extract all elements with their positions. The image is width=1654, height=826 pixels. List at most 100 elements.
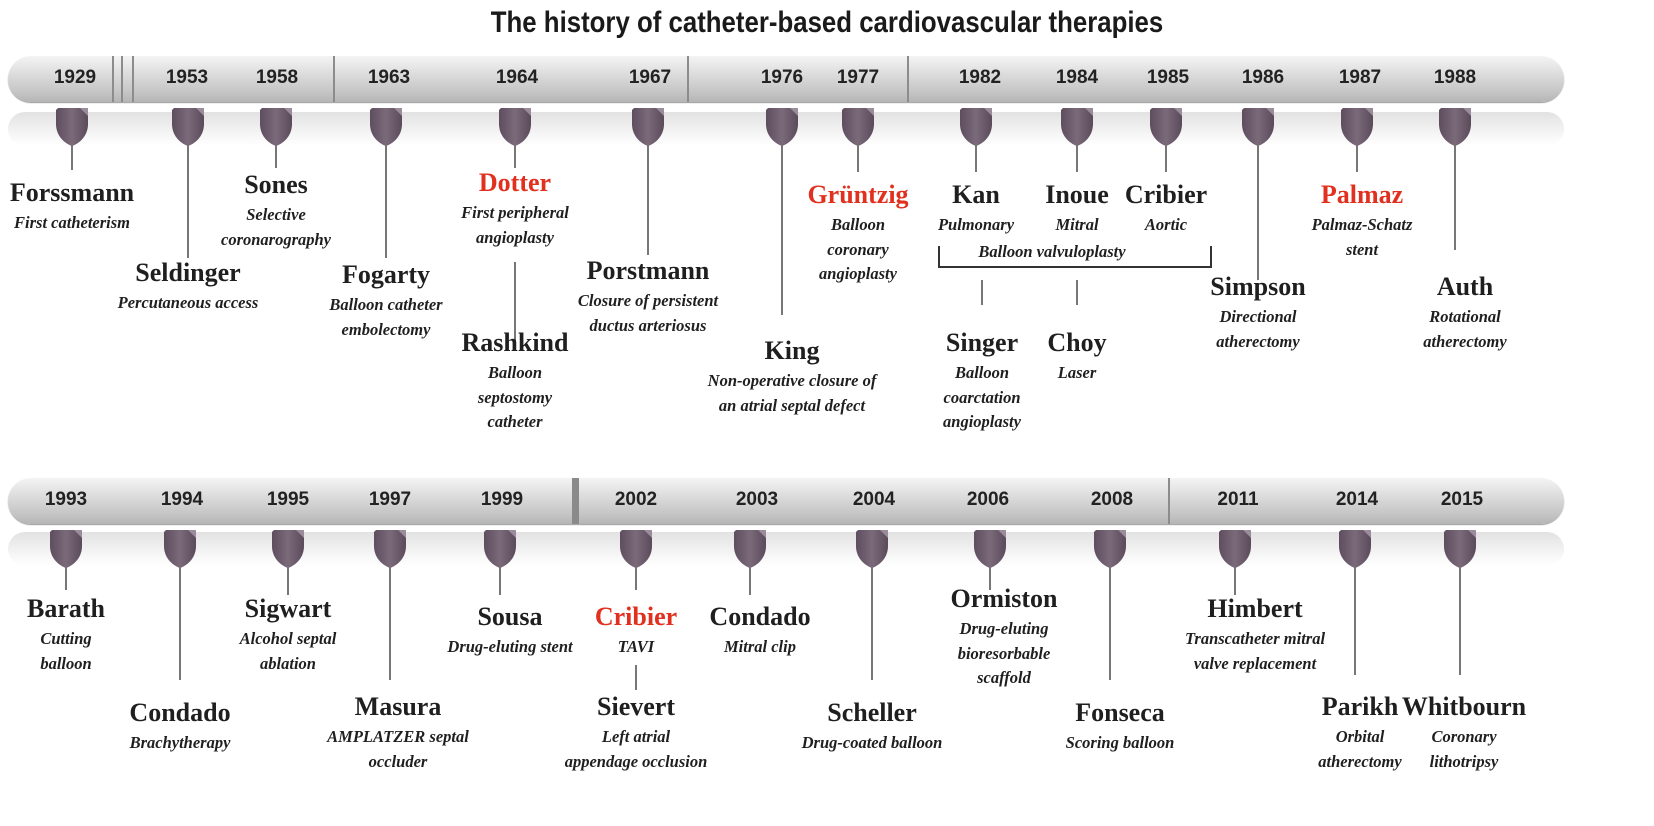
timeline-pin-icon [1219, 530, 1251, 568]
year-label: 1988 [1433, 67, 1477, 88]
event-name: Auth [1436, 272, 1494, 301]
event-description: Transcatheter mitral [1184, 629, 1326, 648]
pin-stem [179, 560, 181, 680]
timeline-pin-icon [632, 108, 664, 146]
bar-separator [121, 56, 123, 102]
pin-stem [385, 138, 387, 258]
event-name: Masura [354, 692, 442, 721]
pin-stem [499, 560, 501, 595]
bar-separator [687, 56, 689, 102]
event-description: occluder [368, 751, 428, 771]
event-description: atherectomy [1423, 331, 1507, 351]
event-description: First peripheral [461, 203, 569, 222]
year-label: 1967 [628, 67, 672, 88]
timeline-shadow-band [8, 532, 1564, 566]
event-description: Percutaneous access [117, 293, 259, 312]
bar-separator [132, 56, 134, 102]
pin-stem [65, 560, 67, 590]
event-description: Drug-eluting stent [447, 637, 573, 656]
pin-stem [647, 138, 649, 255]
pin-stem [1459, 560, 1461, 675]
timeline-pin-icon [374, 530, 406, 568]
event-description: angioplasty [476, 227, 554, 247]
event-name: Rashkind [461, 328, 569, 357]
event-description: an atrial septal defect [718, 395, 866, 415]
event-description: First catheterism [14, 213, 130, 232]
timeline-pin-icon [1094, 530, 1126, 568]
event-description: Pulmonary [937, 215, 1015, 234]
event-name: Dotter [478, 168, 552, 197]
event-name: Grüntzig [807, 180, 909, 209]
event-description: scaffold [977, 668, 1031, 687]
pin-stem [1354, 560, 1356, 675]
event-description: Rotational [1429, 307, 1501, 326]
event-description: coronarography [220, 229, 332, 249]
pin-stem [514, 138, 516, 168]
year-label: 2006 [966, 489, 1010, 510]
event-description: Closure of persistent [577, 291, 719, 310]
pin-stem [187, 138, 189, 258]
event-description: Balloon catheter [329, 295, 443, 314]
year-label: 2015 [1440, 489, 1484, 510]
event-name: Singer [945, 328, 1019, 357]
event-description: Drug-eluting [959, 619, 1049, 638]
timeline-pin-icon [1150, 108, 1182, 146]
pin-stem [1109, 560, 1111, 680]
event-description: Mitral [1055, 215, 1099, 234]
year-label: 1982 [958, 67, 1002, 88]
event-description: Balloon [830, 215, 886, 234]
year-label: 1987 [1338, 67, 1382, 88]
event-description: Brachytherapy [129, 733, 231, 752]
event-name: Cribier [594, 602, 678, 631]
event-name: Inoue [1045, 180, 1109, 209]
pin-stem [989, 560, 991, 590]
event-description: balloon [40, 653, 92, 673]
timeline-pin-icon [1341, 108, 1373, 146]
event-description: Orbital [1335, 727, 1385, 746]
year-label: 1995 [266, 489, 310, 510]
event-description: AMPLATZER septal [327, 727, 469, 746]
year-label: 1929 [53, 67, 97, 88]
year-label: 1986 [1241, 67, 1285, 88]
event-description: valve replacement [1193, 653, 1317, 673]
event-description: ablation [260, 653, 316, 673]
event-name: Condado [129, 698, 231, 727]
year-label: 2004 [852, 489, 896, 510]
event-description: Selective [246, 205, 306, 224]
pin-stem [781, 138, 783, 315]
year-label: 2002 [614, 489, 658, 510]
year-label: 1999 [480, 489, 524, 510]
event-description: Mitral clip [724, 637, 796, 656]
event-description: ductus arteriosus [589, 315, 707, 335]
valvuloplasty-bracket [938, 246, 1212, 268]
pin-stem [975, 138, 977, 172]
event-description: embolectomy [341, 319, 431, 339]
event-description: Laser [1057, 363, 1097, 382]
year-label: 2014 [1335, 489, 1379, 510]
event-description: coronary [827, 239, 889, 259]
event-description: stent [1345, 239, 1379, 259]
bar-separator [333, 56, 335, 102]
event-name: Cribier [1124, 180, 1208, 209]
connector-stem [635, 665, 637, 690]
event-name: Seldinger [135, 258, 241, 287]
timeline-pin-icon [50, 530, 82, 568]
event-name: Scheller [827, 698, 917, 727]
event-name: Forssmann [9, 178, 135, 207]
pin-stem [871, 560, 873, 680]
bar-separator [572, 478, 579, 524]
group-label: Balloon valvuloplasty [978, 242, 1126, 261]
connector-stem [1076, 280, 1078, 305]
event-name: Barath [27, 594, 105, 623]
timeline-pin-icon [766, 108, 798, 146]
timeline-pin-icon [1061, 108, 1093, 146]
event-description: Alcohol septal [239, 629, 337, 648]
event-description: angioplasty [819, 264, 897, 283]
event-description: Non-operative closure of [707, 371, 877, 390]
event-description: bioresorbable [957, 643, 1051, 663]
pin-stem [287, 560, 289, 595]
timeline-pin-icon [1439, 108, 1471, 146]
event-description: coarctation [943, 387, 1021, 407]
